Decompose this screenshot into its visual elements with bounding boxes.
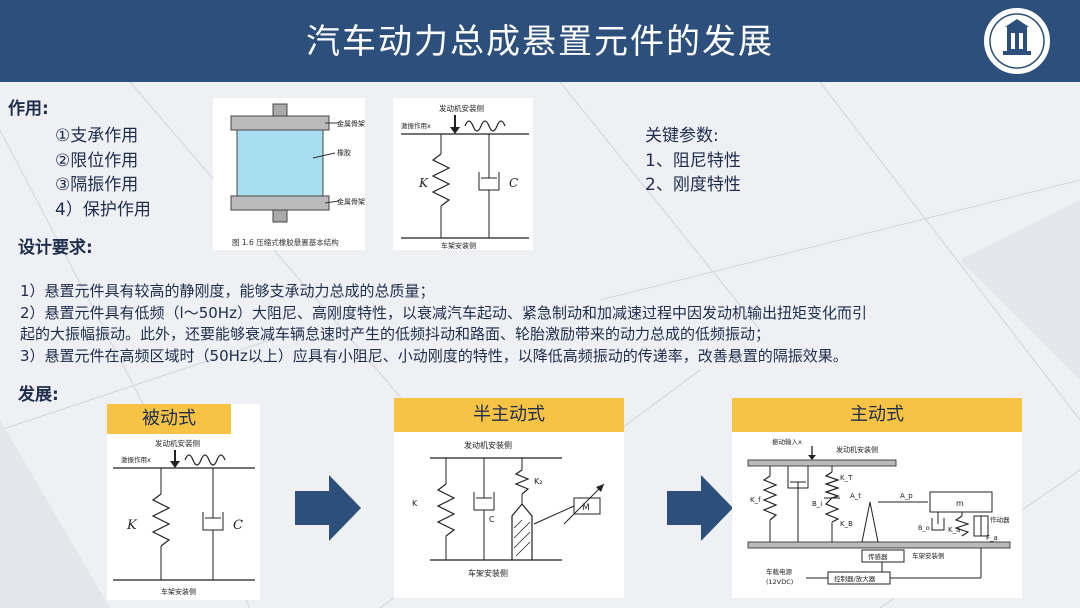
svg-text:M: M [582, 503, 590, 513]
key-params-heading: 关键参数: [645, 126, 719, 146]
svg-text:车载电源: 车载电源 [766, 567, 793, 576]
requirement-line: 2）悬置元件具有低频（l～50Hz）大阻尼、高刚度特性，以衰减汽车起动、紧急制动… [20, 303, 867, 322]
svg-text:传感器: 传感器 [868, 552, 888, 561]
svg-text:B_i: B_i [812, 500, 822, 508]
svg-text:K_a: K_a [948, 526, 960, 534]
svg-text:控制器/放大器: 控制器/放大器 [834, 574, 876, 583]
passive-card-title: 被动式 [107, 404, 231, 434]
svg-text:车架安装侧: 车架安装侧 [441, 241, 476, 250]
active-card: 主动式 振动输入x 发动机安装侧 K_f B_i K_T A_t K_B A_p… [732, 398, 1022, 598]
svg-text:K: K [126, 518, 138, 533]
list-item: ③隔振作用 [55, 175, 139, 195]
svg-text:K: K [418, 176, 429, 190]
svg-text:发动机安装侧: 发动机安装侧 [464, 440, 512, 450]
key-params-list: 关键参数: 1、阻尼特性 2、刚度特性 [645, 124, 741, 198]
svg-text:K: K [412, 499, 418, 508]
svg-text:作动器: 作动器 [990, 515, 1010, 524]
svg-text:K_f: K_f [750, 496, 761, 504]
semi-active-diagram: 发动机安装侧 K C K₂ M 车架安装侧 [412, 440, 605, 578]
svg-text:A_t: A_t [850, 492, 861, 500]
svg-text:车架安装侧: 车架安装侧 [468, 568, 508, 578]
list-item: ①支承作用 [55, 126, 139, 146]
active-diagram: 振动输入x 发动机安装侧 K_f B_i K_T A_t K_B A_p m B… [747, 437, 1011, 586]
figure-caption: 图 1.6 压缩式橡胶悬置基本结构 [232, 237, 339, 247]
svg-text:F_a: F_a [986, 534, 998, 542]
kc-model-diagram: 发动机安装侧 激振作用x K C 车架安装侧 [401, 103, 529, 250]
title-bar: 汽车动力总成悬置元件的发展 [0, 0, 1080, 82]
svg-text:C: C [233, 518, 243, 533]
requirement-line: 起的大振幅振动。此外，还要能够衰减车辆怠速时产生的低频抖动和路面、轮胎激励带来的… [20, 325, 771, 343]
svg-text:车架安装侧: 车架安装侧 [912, 551, 945, 560]
svg-text:车架安装侧: 车架安装侧 [161, 587, 196, 596]
svg-text:K_B: K_B [840, 520, 853, 528]
svg-text:A_p: A_p [900, 492, 913, 500]
svg-text:B_o: B_o [918, 524, 930, 532]
semi-active-card-title: 半主动式 [394, 398, 624, 432]
label-metal-top: 金属骨架 [337, 119, 365, 128]
list-item: ②限位作用 [55, 150, 139, 171]
svg-text:K_T: K_T [840, 474, 853, 482]
kc-model-figure: 发动机安装侧 激振作用x K C 车架安装侧 [393, 98, 533, 250]
design-heading: 设计要求: [18, 238, 93, 258]
university-logo-icon [982, 6, 1052, 76]
svg-text:m: m [956, 499, 964, 508]
requirement-line: 1）悬置元件具有较高的静刚度，能够支承动力总成的总质量； [20, 282, 435, 300]
svg-text:发动机安装侧: 发动机安装侧 [155, 438, 200, 448]
label-rubber: 橡胶 [337, 148, 351, 157]
requirement-line: 3）悬置元件在高频区域时（50Hz以上）应具有小阻尼、小动刚度的特性，以降低高频… [20, 346, 848, 365]
function-list: ①支承作用 ②限位作用 ③隔振作用 4）保护作用 [55, 124, 151, 222]
design-requirements: 1）悬置元件具有较高的静刚度，能够支承动力总成的总质量； 2）悬置元件具有低频（… [20, 281, 1070, 367]
rubber-mount-figure: 金属骨架 橡胶 金属骨架 图 1.6 压缩式橡胶悬置基本结构 [213, 98, 365, 250]
page-title: 汽车动力总成悬置元件的发展 [306, 22, 774, 62]
svg-text:C: C [509, 176, 518, 190]
list-item: 4）保护作用 [55, 199, 151, 220]
semi-active-card: 半主动式 发动机安装侧 K C K₂ M 车架安装侧 [394, 398, 624, 598]
passive-card: 被动式 发动机安装侧 激振作用x K C 车架安装侧 [107, 404, 260, 600]
svg-text:激振作用x: 激振作用x [121, 455, 151, 464]
svg-text:K₂: K₂ [534, 477, 542, 486]
arrow-right-icon [667, 475, 733, 541]
svg-text:C: C [489, 515, 495, 524]
svg-text:(12VDC): (12VDC) [766, 578, 793, 586]
function-heading: 作用: [8, 99, 49, 119]
rubber-mount-diagram: 金属骨架 橡胶 金属骨架 图 1.6 压缩式橡胶悬置基本结构 [230, 103, 365, 247]
passive-diagram: 发动机安装侧 激振作用x K C 车架安装侧 [113, 438, 255, 596]
list-item: 2、刚度特性 [645, 175, 741, 195]
list-item: 1、阻尼特性 [645, 150, 741, 171]
development-heading: 发展: [18, 385, 59, 405]
svg-text:发动机安装侧: 发动机安装侧 [836, 445, 878, 454]
active-card-title: 主动式 [732, 398, 1022, 432]
label-metal-bottom: 金属骨架 [337, 197, 365, 206]
svg-text:振动输入x: 振动输入x [772, 437, 802, 446]
arrow-right-icon [295, 475, 361, 541]
svg-text:发动机安装侧: 发动机安装侧 [439, 103, 484, 113]
svg-text:激振作用x: 激振作用x [401, 121, 431, 130]
